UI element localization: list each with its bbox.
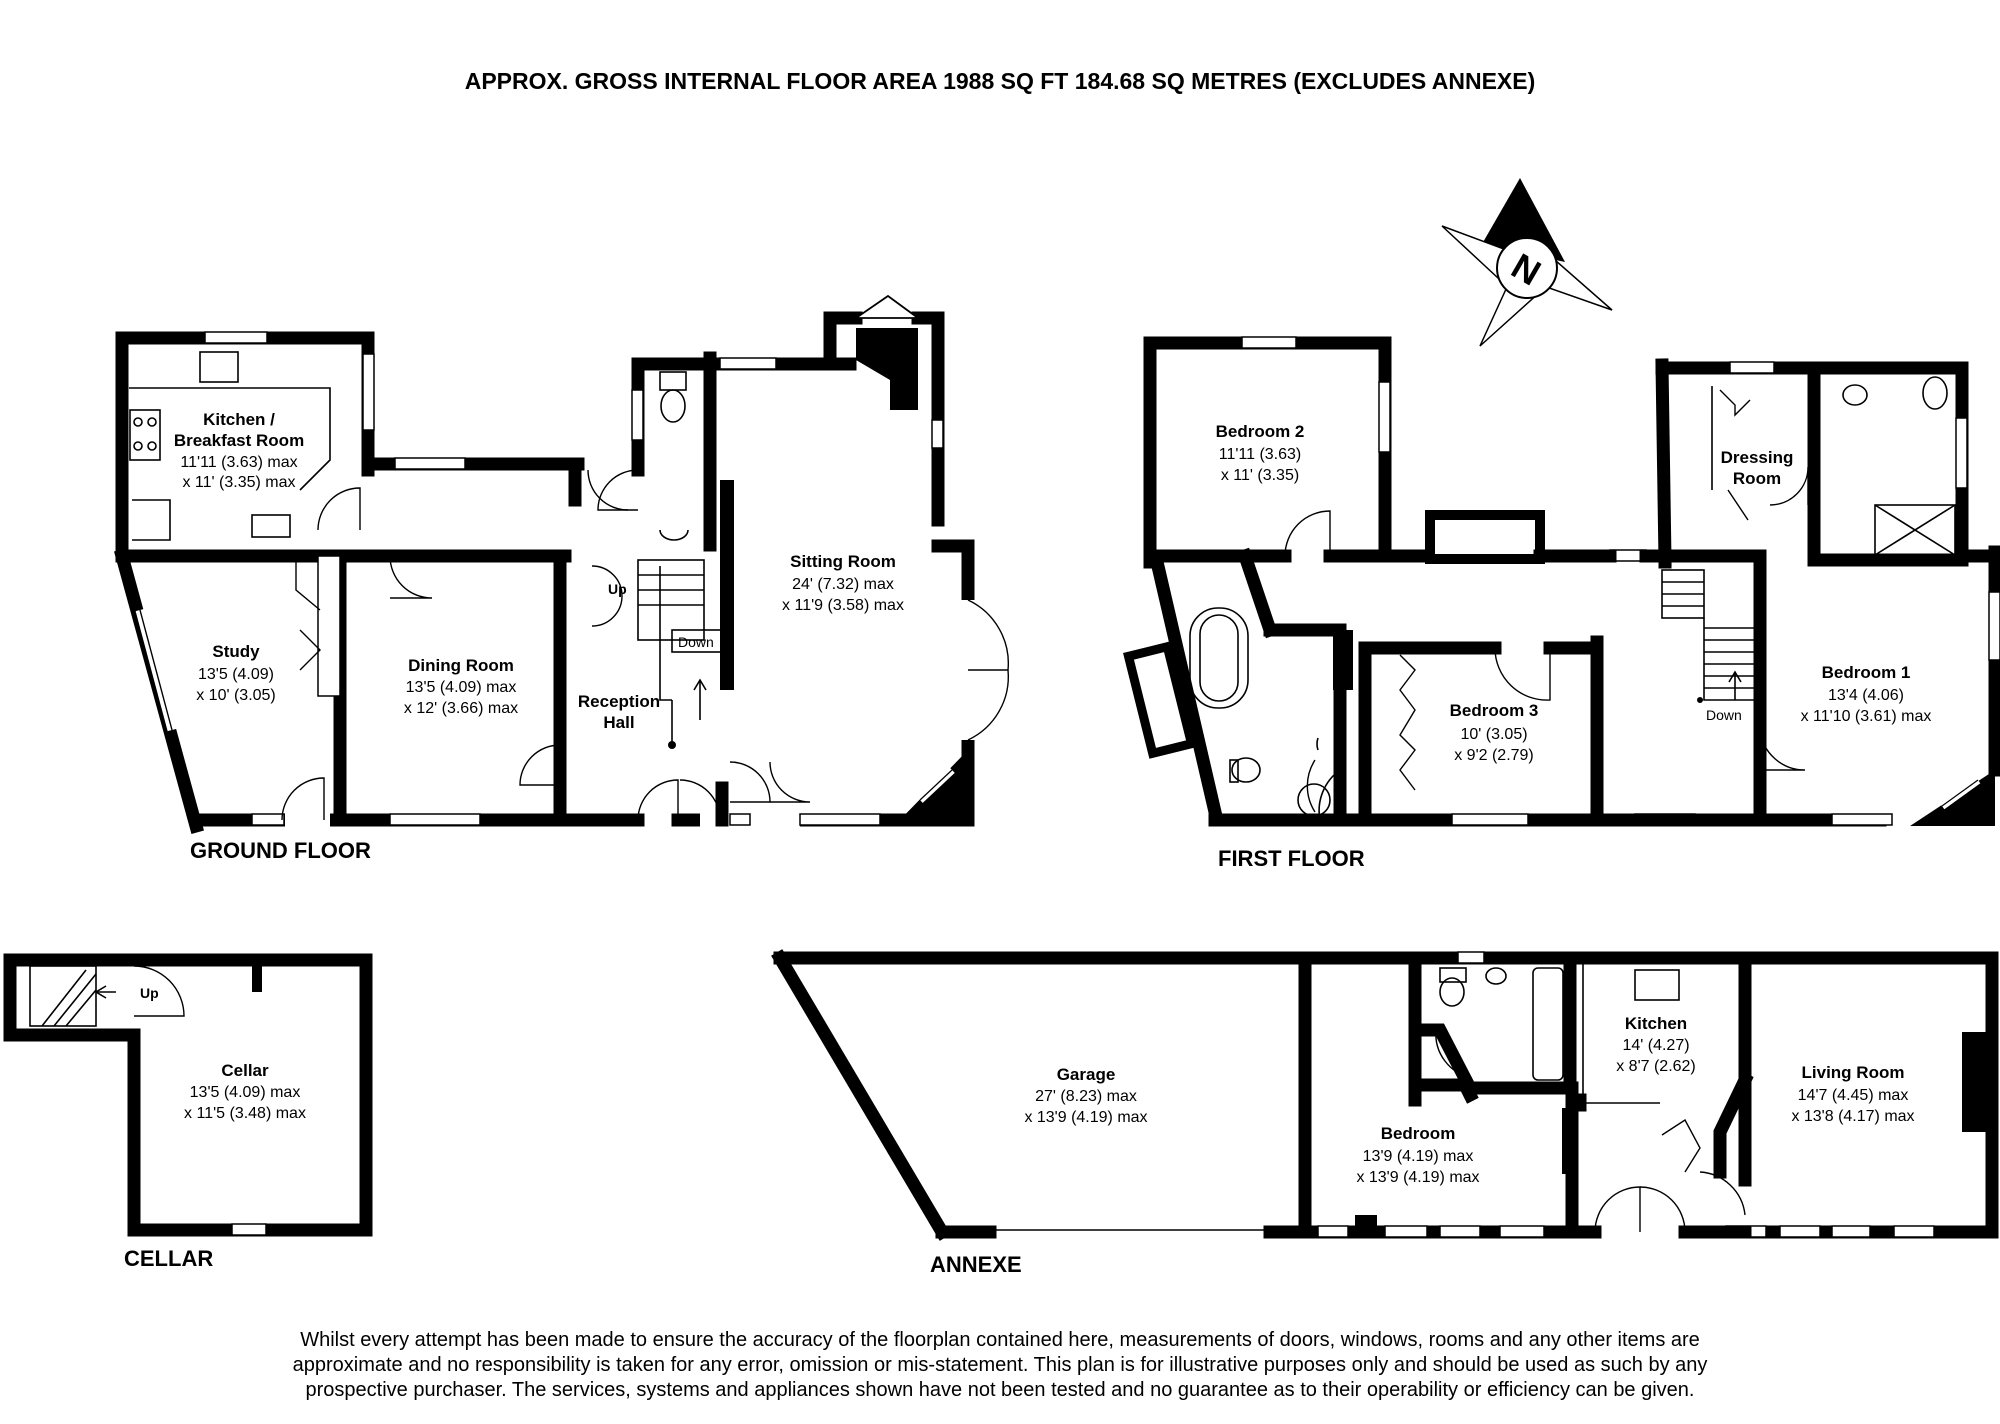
study-name: Study	[212, 642, 260, 661]
compass-icon: N	[1441, 178, 1613, 347]
annexe-bedroom-dim-1: 13'9 (4.19) max	[1363, 1148, 1474, 1165]
cellar-dim-1: 13'5 (4.09) max	[190, 1084, 301, 1101]
sitting-room-dim-1: 24' (7.32) max	[792, 576, 894, 593]
annexe-bedroom-dim-2: x 13'9 (4.19) max	[1356, 1169, 1479, 1186]
cellar-label: CELLAR	[124, 1246, 213, 1271]
bedroom-2-dim-2: x 11' (3.35)	[1221, 467, 1299, 484]
first-stairs-down-label: Down	[1706, 707, 1742, 723]
dressing-room-name-2: Room	[1733, 469, 1781, 488]
kitchen-breakfast-name-1: Kitchen /	[203, 410, 275, 429]
reception-hall-name-1: Reception	[578, 692, 660, 711]
ground-floor-label: GROUND FLOOR	[190, 838, 371, 863]
bedroom-3-name: Bedroom 3	[1450, 701, 1539, 720]
ground-floor-labels: Kitchen / Breakfast Room 11'11 (3.63) ma…	[174, 410, 904, 863]
dining-room-dim-1: 13'5 (4.09) max	[406, 679, 517, 696]
first-floor-label: FIRST FLOOR	[1218, 846, 1365, 871]
dining-room-dim-2: x 12' (3.66) max	[404, 700, 518, 717]
garage-name: Garage	[1057, 1065, 1116, 1084]
kitchen-breakfast-dim-1: 11'11 (3.63) max	[180, 454, 297, 471]
living-room-dim-2: x 13'8 (4.17) max	[1791, 1108, 1914, 1125]
garage-dim-2: x 13'9 (4.19) max	[1024, 1109, 1147, 1126]
annexe-labels: Garage 27' (8.23) max x 13'9 (4.19) max …	[930, 1014, 1915, 1277]
sitting-room-name: Sitting Room	[790, 552, 896, 571]
annexe-plan	[771, 949, 1999, 1241]
disclaimer-line-2: approximate and no responsibility is tak…	[292, 1354, 1708, 1376]
study-dim-2: x 10' (3.05)	[196, 687, 276, 704]
ground-floor-plan: Down Up	[114, 294, 1010, 834]
cellar-stairs-up-label: Up	[140, 985, 159, 1001]
living-room-name: Living Room	[1802, 1063, 1905, 1082]
dining-room-name: Dining Room	[408, 656, 514, 675]
bedroom-1-name: Bedroom 1	[1822, 663, 1911, 682]
reception-hall-name-2: Hall	[603, 713, 634, 732]
bedroom-3-dim-2: x 9'2 (2.79)	[1454, 747, 1534, 764]
bedroom-3-dim-1: 10' (3.05)	[1460, 726, 1527, 743]
annexe-kitchen-dim-1: 14' (4.27)	[1622, 1037, 1689, 1054]
sitting-room-dim-2: x 11'9 (3.58) max	[782, 597, 904, 614]
ground-stairs-up-label: Up	[608, 581, 627, 597]
annexe-kitchen-dim-2: x 8'7 (2.62)	[1616, 1058, 1696, 1075]
disclaimer: Whilst every attempt has been made to en…	[150, 1328, 1850, 1403]
bedroom-2-name: Bedroom 2	[1216, 422, 1305, 441]
disclaimer-line-3: prospective purchaser. The services, sys…	[305, 1379, 1695, 1401]
kitchen-breakfast-dim-2: x 11' (3.35) max	[182, 474, 295, 491]
annexe-label: ANNEXE	[930, 1252, 1022, 1277]
dressing-room-name-1: Dressing	[1721, 448, 1794, 467]
kitchen-breakfast-name-2: Breakfast Room	[174, 431, 304, 450]
annexe-bedroom-name: Bedroom	[1381, 1124, 1456, 1143]
cellar-plan: Up Cellar 13'5 (4.09) max x 11'5 (3.48) …	[3, 953, 373, 1271]
bedroom-1-dim-1: 13'4 (4.06)	[1828, 687, 1904, 704]
disclaimer-line-1: Whilst every attempt has been made to en…	[300, 1329, 1700, 1351]
garage-dim-1: 27' (8.23) max	[1035, 1088, 1137, 1105]
annexe-kitchen-name: Kitchen	[1625, 1014, 1687, 1033]
first-floor-labels: Bedroom 2 11'11 (3.63) x 11' (3.35) Bedr…	[1216, 422, 1932, 871]
study-dim-1: 13'5 (4.09)	[198, 666, 274, 683]
living-room-dim-1: 14'7 (4.45) max	[1798, 1087, 1909, 1104]
cellar-dim-2: x 11'5 (3.48) max	[184, 1105, 306, 1122]
first-floor-plan: Down	[1123, 336, 2000, 827]
bedroom-2-dim-1: 11'11 (3.63)	[1219, 446, 1302, 463]
ground-stairs-down-label: Down	[678, 634, 714, 650]
cellar-name: Cellar	[221, 1061, 269, 1080]
bedroom-1-dim-2: x 11'10 (3.61) max	[1801, 708, 1932, 725]
floor-area-title: APPROX. GROSS INTERNAL FLOOR AREA 1988 S…	[465, 68, 1536, 94]
